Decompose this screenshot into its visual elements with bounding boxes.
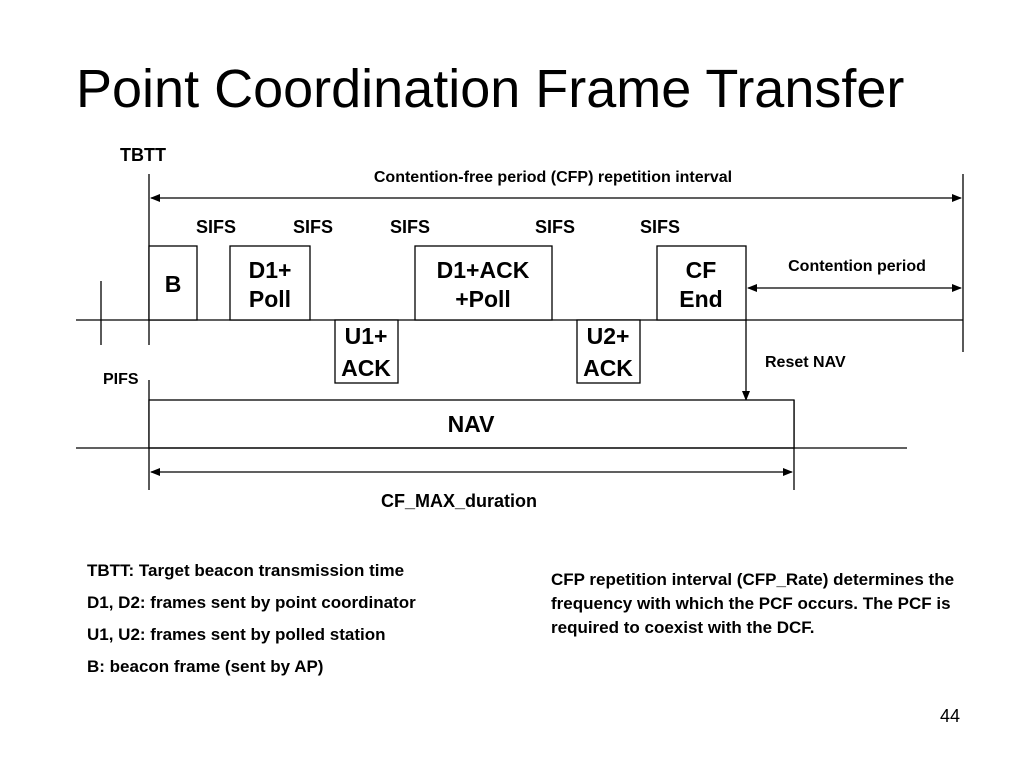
legend-item-u1-u2: U1, U2: frames sent by polled station [87,625,386,644]
cfp-rate-note: CFP repetition interval (CFP_Rate) deter… [551,570,955,637]
beacon-frame-label: B [165,271,182,297]
d1ack-poll-label-line1: D1+ACK [437,257,530,283]
legend-list: TBTT: Target beacon transmission time D1… [87,561,416,689]
legend-item-beacon: B: beacon frame (sent by AP) [87,657,324,676]
d1ack-poll-frame: D1+ACK +Poll [414,245,553,321]
cf-end-label-line2: End [679,286,722,312]
sifs-label-5: SIFS [640,217,680,237]
pifs-label: PIFS [103,371,139,388]
u2-ack-frame: U2+ ACK [576,319,641,384]
sifs-label-2: SIFS [293,217,333,237]
contention-period-label: Contention period [788,258,926,275]
cf-end-frame: CF End [656,245,747,321]
d1-poll-label-line1: D1+ [249,257,292,283]
sifs-label-1: SIFS [196,217,236,237]
reset-nav-label: Reset NAV [765,354,846,371]
u2-ack-label-line1: U2+ [587,323,630,349]
legend-item-d1-d2: D1, D2: frames sent by point coordinator [87,593,416,612]
nav-label: NAV [448,411,496,437]
sifs-label-4: SIFS [535,217,575,237]
d1-poll-label-line2: Poll [249,286,291,312]
d1-poll-frame: D1+ Poll [229,245,311,321]
slide-title: Point Coordination Frame Transfer [76,59,905,119]
cfp-interval-label: Contention-free period (CFP) repetition … [374,169,732,186]
cf-max-duration-label: CF_MAX_duration [381,491,537,511]
nav-bar [148,399,795,449]
beacon-frame: B [148,245,198,321]
sifs-label-3: SIFS [390,217,430,237]
u2-ack-label-line2: ACK [583,355,633,381]
d1ack-poll-label-line2: +Poll [455,286,511,312]
u1-ack-label-line2: ACK [341,355,391,381]
legend-item-tbtt: TBTT: Target beacon transmission time [87,561,405,580]
tbtt-label: TBTT [120,145,166,165]
cf-end-label-line1: CF [686,257,717,283]
page-number: 44 [940,706,961,726]
u1-ack-frame: U1+ ACK [334,319,399,384]
u1-ack-label-line1: U1+ [345,323,388,349]
